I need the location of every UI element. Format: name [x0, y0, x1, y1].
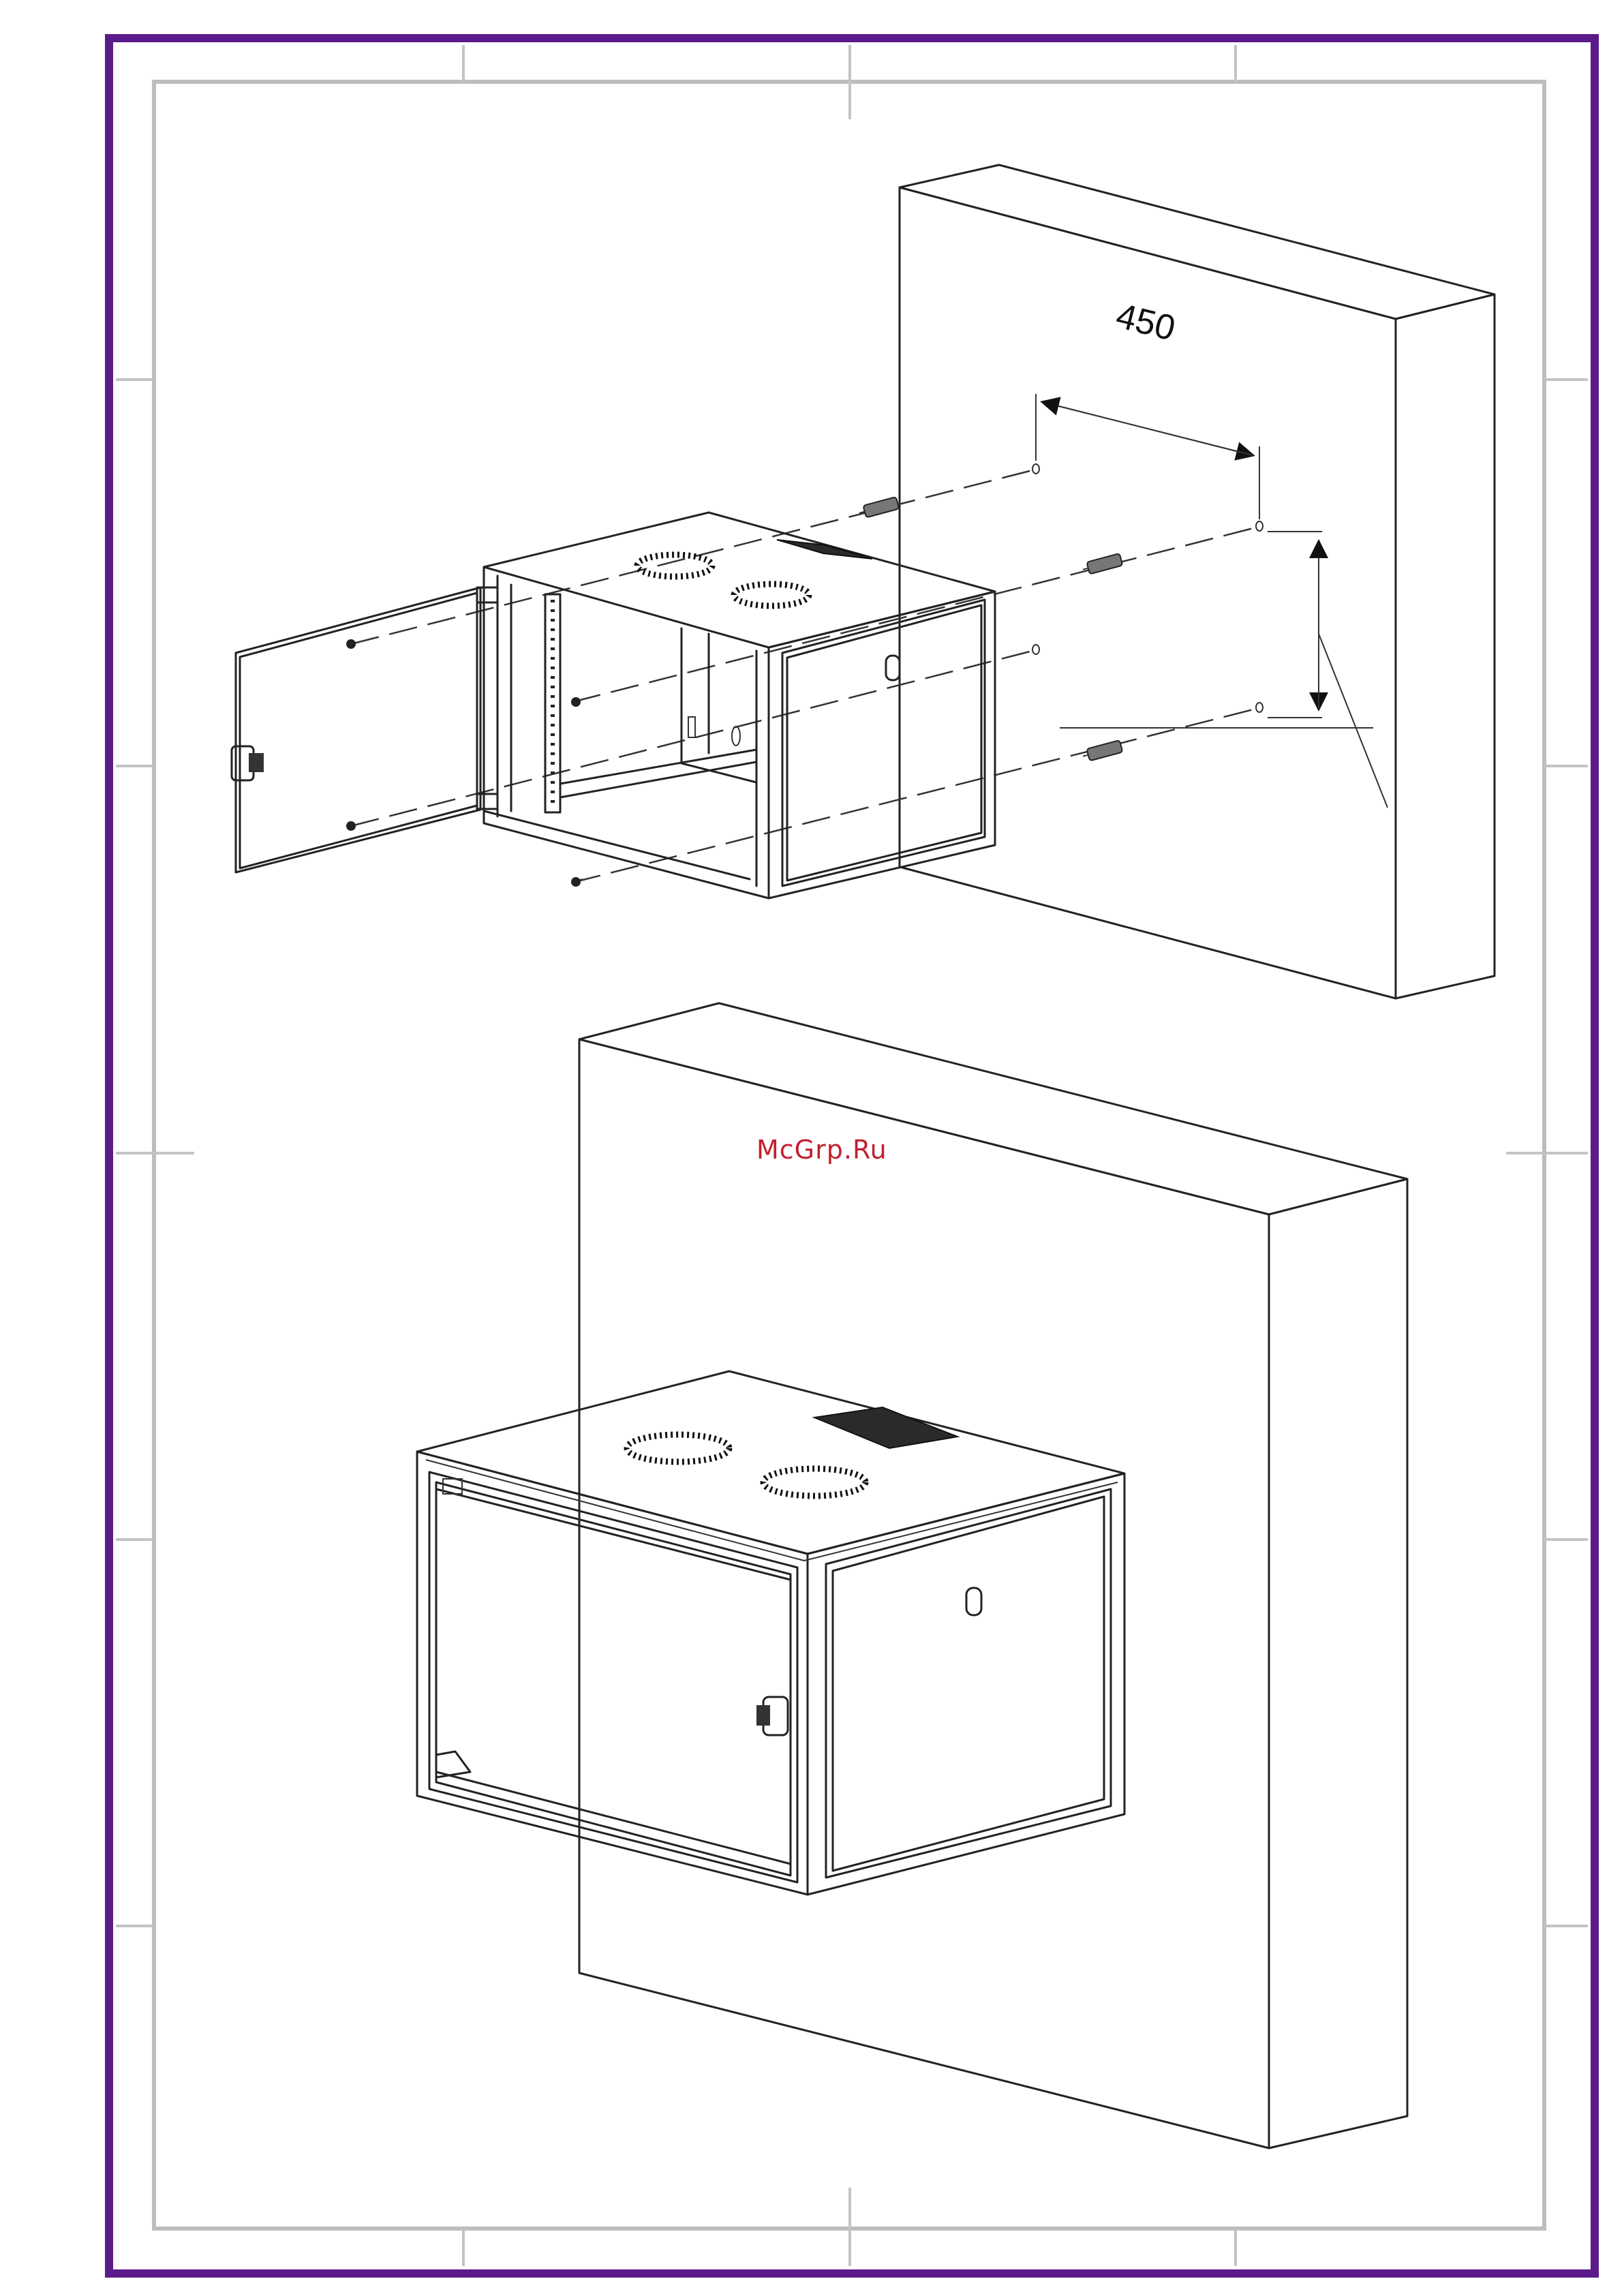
wall-block-top [900, 165, 1495, 998]
watermark: McGrp.Ru [756, 1135, 887, 1165]
top-fan-vent-2 [734, 584, 809, 606]
top-fan-vent-1 [637, 555, 712, 577]
wall-block-bottom [579, 1003, 1407, 2148]
top-grille [777, 540, 872, 559]
cabinet-door-open [232, 587, 497, 872]
